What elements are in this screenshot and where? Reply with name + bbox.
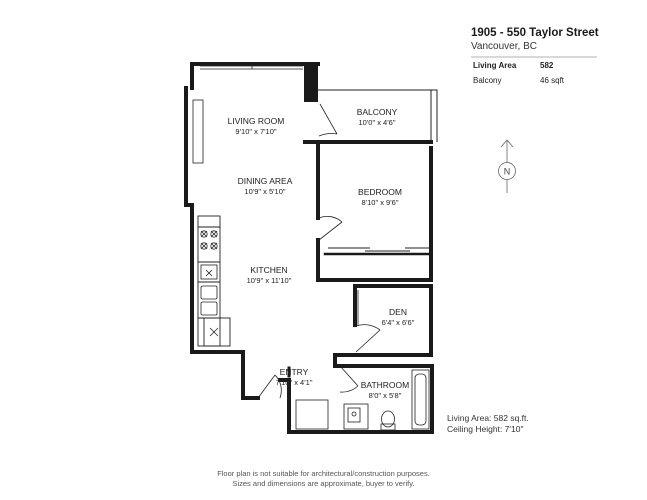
area-value: 46 sqft [540,76,565,85]
den-dims: 6'4" x 6'6" [382,318,415,327]
stove-icon [200,230,218,250]
balcony-dims: 10'0" x 4'6" [359,118,396,127]
window-left [192,99,204,164]
kitchen-dims: 10'9" x 11'10" [247,276,292,285]
fridge-icon [209,327,219,337]
kitchen-name: KITCHEN [250,265,287,275]
bedroom-door [318,216,343,241]
plan-subtitle: Vancouver, BC [471,41,537,52]
living-room-dims: 9'10" x 7'10" [235,127,276,136]
area-value: 582 [540,61,554,70]
bathroom-door [339,365,359,393]
bedroom-name: BEDROOM [358,187,402,197]
window-top [200,65,303,70]
den-door [355,324,381,353]
laundry-closet-icon [295,399,329,430]
compass-icon: N [498,139,516,193]
plan-title: 1905 - 550 Taylor Street [471,27,599,39]
vanity-icon [343,403,369,430]
den-name: DEN [389,307,407,317]
summary-living-area: Living Area: 582 sq.ft. [447,413,529,423]
bathroom-dims: 8'0" x 5'8" [369,391,402,400]
entry-door [257,374,282,399]
bathroom-name: BATHROOM [361,380,409,390]
bedroom-closet-doors [328,247,430,252]
dishwasher-icon [200,264,218,280]
bedroom-dims: 8'10" x 9'6" [362,198,399,207]
balcony-outline [318,89,438,142]
kitchen-counter [197,215,231,347]
entry-name: ENTRY [280,367,309,377]
area-label: Living Area [473,61,517,70]
balcony-door [318,103,338,137]
living-room-name: LIVING ROOM [228,116,285,126]
sink-icon [200,285,218,316]
area-label: Balcony [473,76,502,85]
walls [184,62,434,434]
disclaimer-line-1: Floor plan is not suitable for architect… [217,469,430,478]
entry-dims: 7'10" x 4'1" [276,378,313,387]
summary-ceiling-height: Ceiling Height: 7'10" [447,424,524,434]
dining-area-dims: 10'9" x 5'10" [244,187,285,196]
room-labels: LIVING ROOM 9'10" x 7'10" DINING AREA 10… [228,107,415,400]
toilet-icon [380,410,396,431]
disclaimer-line-2: Sizes and dimensions are approximate, bu… [232,479,415,488]
dining-area-name: DINING AREA [238,176,293,186]
bathtub-icon [411,369,430,430]
balcony-name: BALCONY [357,107,398,117]
compass-label: N [504,167,511,177]
